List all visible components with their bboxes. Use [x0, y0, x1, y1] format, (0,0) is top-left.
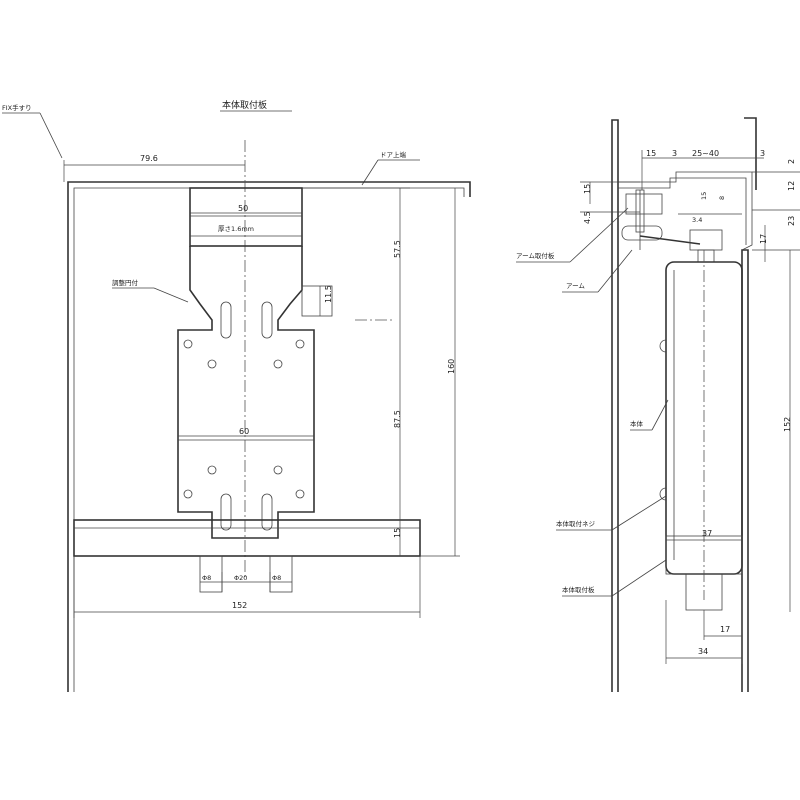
dim-3b: 3: [760, 149, 765, 158]
slot-lower-left: [220, 493, 232, 531]
hole: [273, 465, 283, 475]
dim-2: 2: [787, 159, 796, 164]
top-bracket-inner: [618, 177, 747, 245]
dim-8: 8: [718, 196, 726, 200]
arm-leader: [597, 249, 633, 293]
dim-25-40: 25~40: [692, 149, 719, 158]
fix-rail-leader: [39, 112, 63, 159]
dim-37: 37: [702, 529, 712, 538]
dim-23: 23: [787, 216, 796, 226]
dim-3a: 3: [672, 149, 677, 158]
dim-60: 60: [239, 427, 249, 436]
dim-15-left: 15: [583, 184, 592, 194]
dim-152: 152: [232, 601, 247, 610]
dim-152-side: 152: [783, 417, 792, 432]
arm-label: アーム: [566, 282, 585, 290]
dim-15: 15: [393, 528, 402, 538]
dim-11-5: 11.5: [324, 285, 333, 303]
dim-160: 160: [447, 359, 456, 374]
hole: [273, 359, 283, 369]
dim-slot-mid: Φ20: [234, 574, 247, 582]
door-top-label: ドア上端: [380, 150, 407, 159]
hole: [207, 359, 217, 369]
dim-3-4: 3.4: [692, 216, 702, 224]
body-notch: [659, 487, 667, 501]
fix-rail-label: FIX手すり: [2, 103, 32, 112]
front-view-title: 本体取付板: [222, 99, 267, 111]
arm-pivot: [621, 225, 663, 241]
hole: [183, 339, 193, 349]
arm-mount-label: アーム取付板: [516, 251, 555, 260]
dim-87-5: 87.5: [393, 410, 402, 428]
arm-bolt: [635, 189, 645, 233]
knob-label: 調整円付: [112, 278, 139, 287]
door-outline: [67, 181, 471, 692]
dim-slot-right: Φ8: [272, 574, 281, 582]
body-screw-label: 本体取付ネジ: [556, 519, 596, 528]
top-bracket: [618, 171, 753, 251]
body-leader: [651, 399, 669, 431]
arm-mount-leader: [569, 207, 629, 263]
dim-79-6: 79.6: [140, 154, 158, 163]
small-tab: [301, 285, 333, 317]
slot-lower-right: [261, 493, 273, 531]
dim-15-mid: 15: [700, 192, 708, 200]
door-top-leader: [361, 159, 379, 186]
dim-17-top: 17: [759, 234, 768, 244]
dim-50: 50: [238, 204, 248, 213]
frame-left: [611, 119, 619, 692]
dim-34: 34: [698, 647, 708, 656]
body-plate-label: 本体取付板: [562, 585, 595, 594]
knob-leader: [153, 287, 189, 303]
dim-slot-left: Φ8: [202, 574, 211, 582]
front-view: 本体取付板 FIX手すり ドア上端 79.6 50 厚さ1.6mm 調整円付: [2, 99, 471, 692]
dim-12: 12: [787, 181, 796, 191]
thickness-label: 厚さ1.6mm: [218, 225, 254, 233]
hole: [295, 339, 305, 349]
body-label: 本体: [630, 419, 644, 428]
body-plate-leader: [611, 559, 667, 597]
dim-4-5: 4.5: [583, 211, 592, 224]
top-plate: [189, 187, 303, 247]
main-bracket: [177, 246, 315, 539]
side-view: 15 3 25~40 3 2 12 23 17 152 15 4.5 15 8 …: [516, 117, 800, 692]
frame-right: [741, 249, 749, 692]
hole: [295, 489, 305, 499]
slot-upper-left: [220, 301, 232, 339]
slot-upper-right: [261, 301, 273, 339]
arm-nut: [689, 229, 723, 251]
hole: [183, 489, 193, 499]
dim-17-bot: 17: [720, 625, 730, 634]
dim-57-5: 57.5: [393, 240, 402, 258]
arm-nut-base: [697, 249, 715, 263]
dim-15-top: 15: [646, 149, 656, 158]
hole: [207, 465, 217, 475]
body-notch: [659, 339, 667, 353]
body-screw-leader: [611, 495, 667, 531]
hook-top: [744, 117, 757, 190]
bottom-bar: [73, 519, 421, 557]
